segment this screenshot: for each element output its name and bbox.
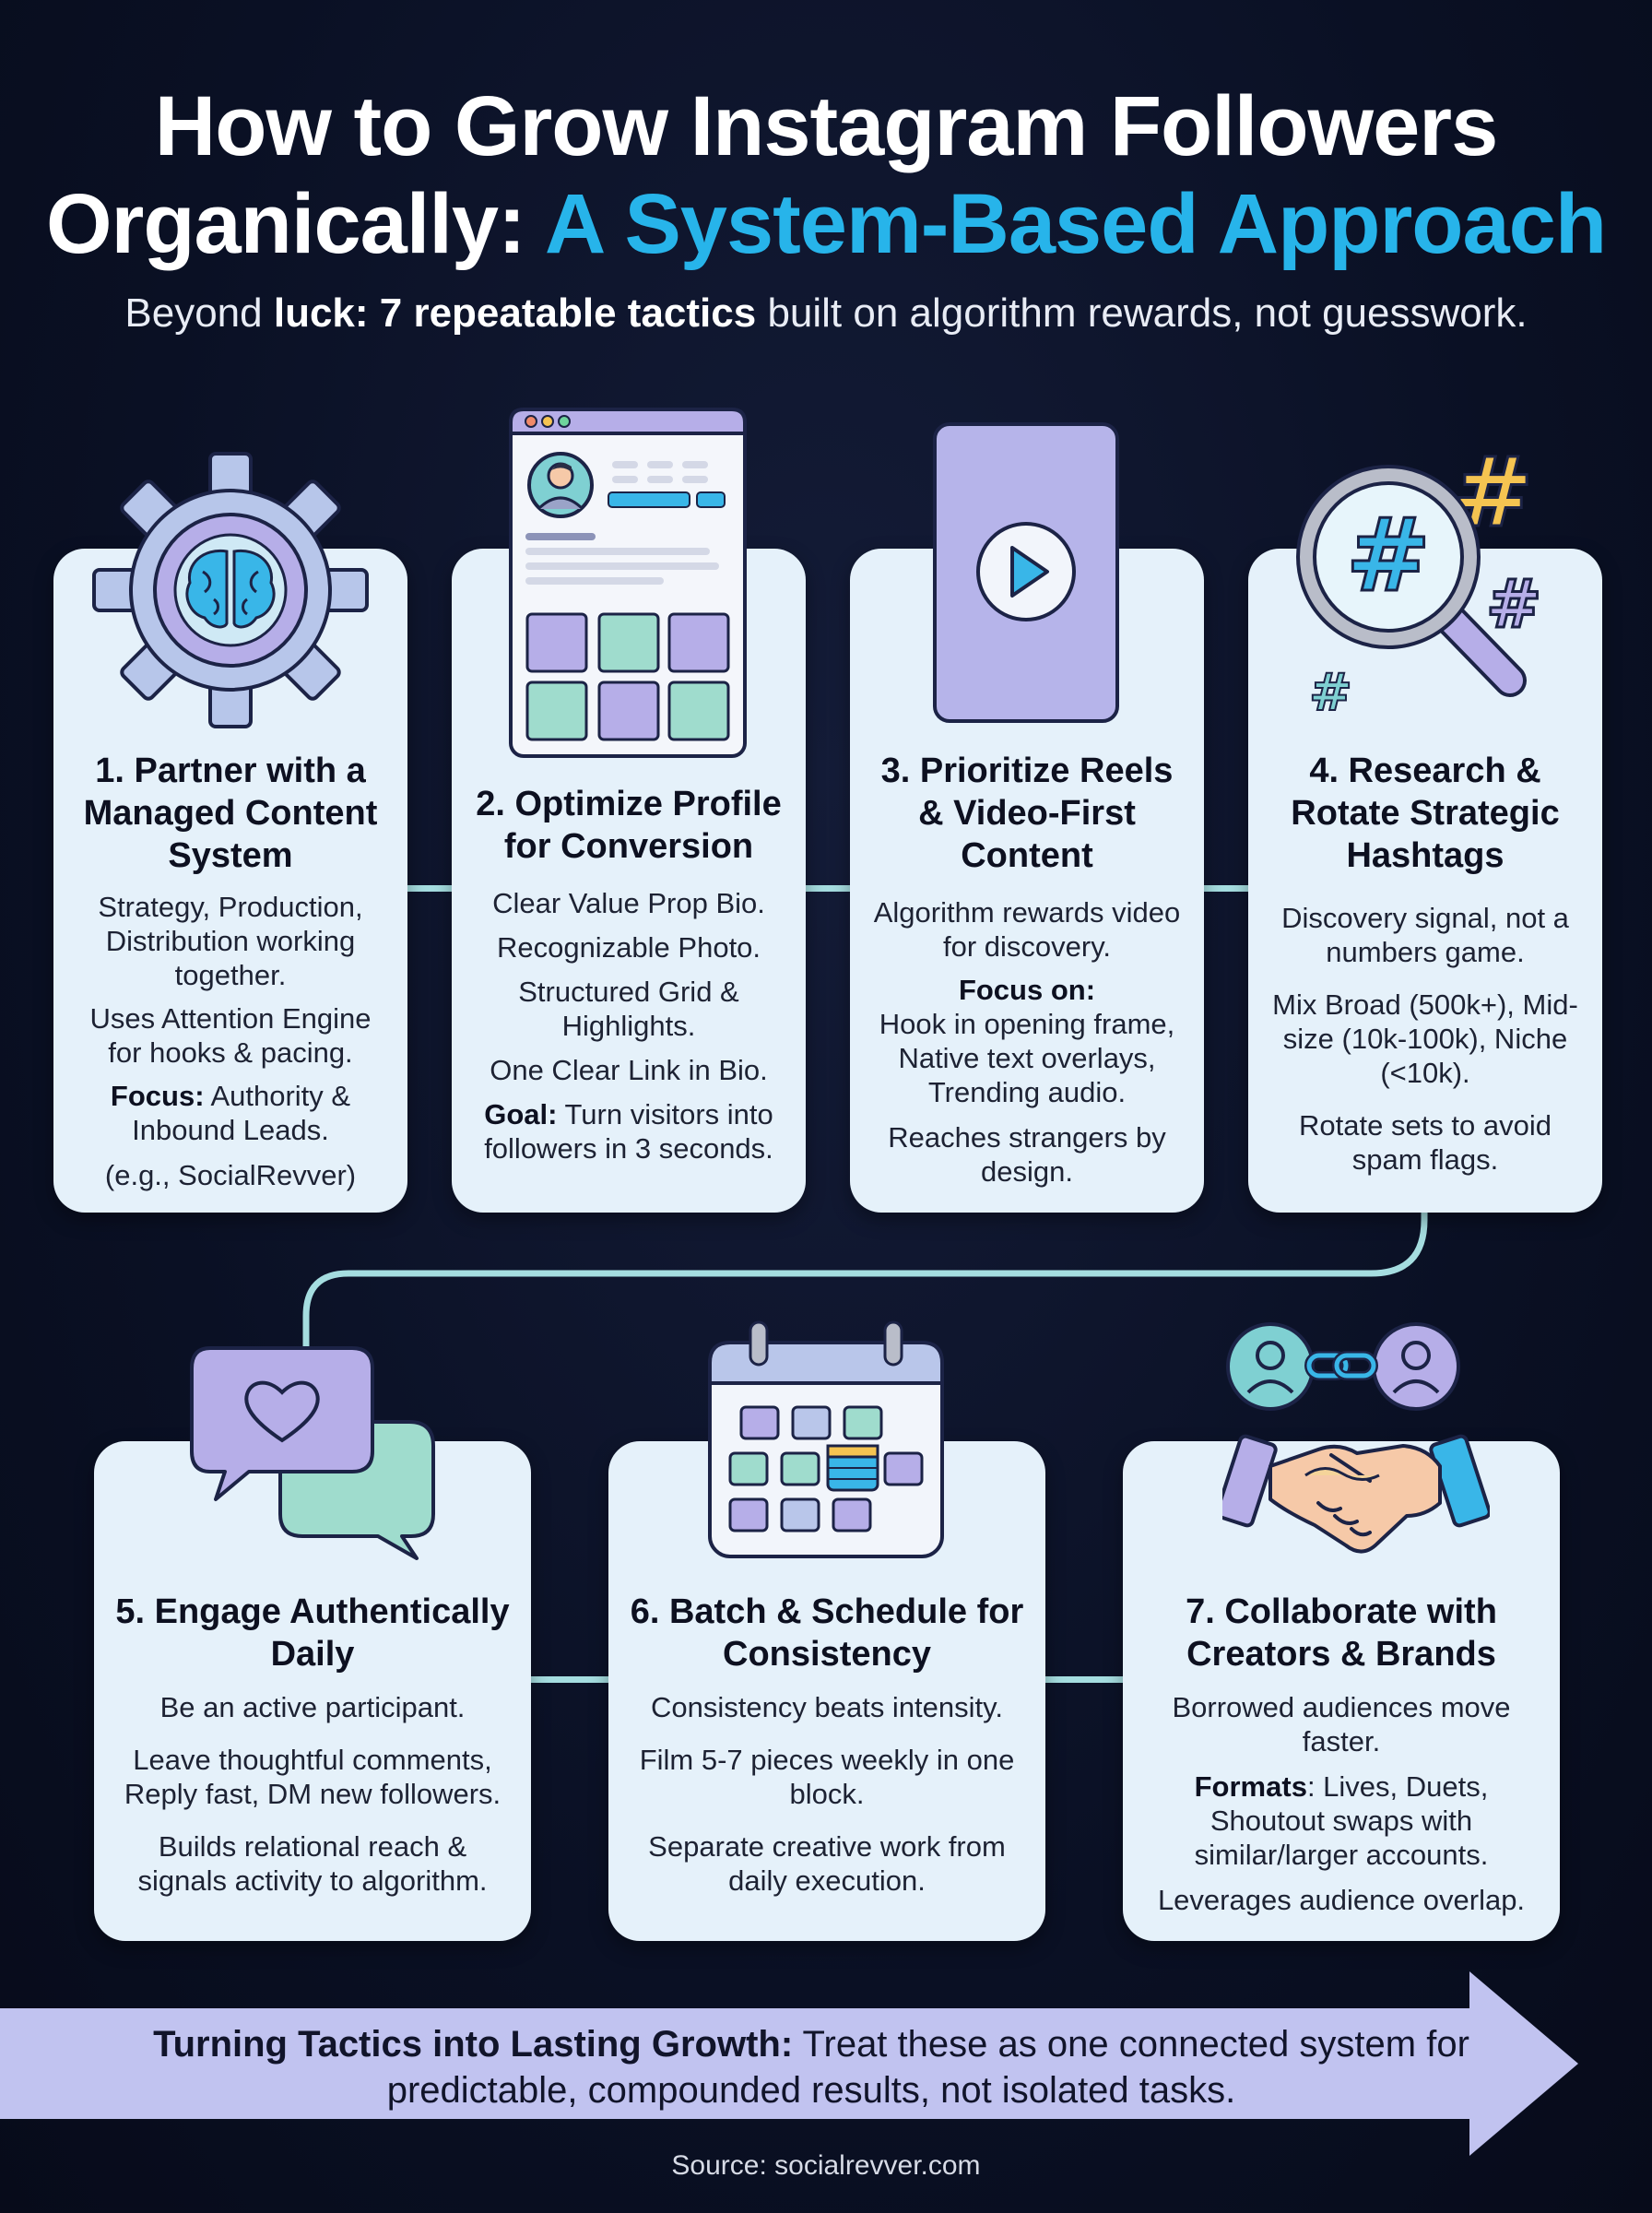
tactic-text: Borrowed audiences move faster.: [1172, 1691, 1511, 1757]
tactic-text-rest: Authority & Inbound Leads.: [132, 1080, 351, 1146]
subtitle-bold: luck: 7 repeatable tactics: [273, 290, 757, 336]
tactic-text-rest: Turn visitors into followers in 3 second…: [484, 1098, 773, 1165]
title-line-2-accent: A System-Based Approach: [544, 177, 1607, 271]
tactic-text-rest: : Lives, Duets, Shoutout swaps with simi…: [1194, 1770, 1489, 1871]
connector-1-2: [406, 885, 455, 892]
tactic-text: Recognizable Photo.: [496, 931, 761, 964]
tactic-card-3: 3. Prioritize Reels & Video-First Conten…: [850, 549, 1204, 1213]
tactic-text: Leverages audience overlap.: [1157, 1884, 1526, 1916]
tactic-text: Film 5-7 pieces weekly in one block.: [639, 1744, 1015, 1810]
tactic-title: 6. Batch & Schedule for Consistency: [630, 1592, 1024, 1674]
tactic-text: Algorithm rewards video for discovery.: [873, 896, 1181, 963]
tactic-text: Uses Attention Engine for hooks & pacing…: [89, 1002, 372, 1069]
tactic-title: 4. Research & Rotate Strategic Hashtags: [1291, 751, 1560, 875]
tactic-title: 3. Prioritize Reels & Video-First Conten…: [880, 751, 1174, 875]
tactic-title: 1. Partner with a Managed Content System: [83, 751, 378, 875]
title-line-2-plain: Organically:: [45, 177, 526, 271]
tactic-title: 5. Engage Authentically Daily: [115, 1592, 510, 1674]
video-play-icon: [933, 422, 1119, 723]
tactic-text: Reaches strangers by design.: [888, 1121, 1166, 1188]
tactic-text: Focus: Authority & Inbound Leads.: [72, 1079, 389, 1147]
tactic-text: Leave thoughtful comments, Reply fast, D…: [124, 1744, 502, 1810]
tactic-text: Hook in opening frame, Native text overl…: [879, 1008, 1175, 1108]
title-line-1: How to Grow Instagram Followers: [154, 79, 1499, 173]
tactic-text-bold: Focus:: [110, 1080, 205, 1112]
tactic-text: Mix Broad (500k+), Mid-size (10k-100k), …: [1272, 988, 1578, 1089]
tactic-text: Separate creative work from daily execut…: [648, 1830, 1006, 1897]
page-subtitle: Beyond luck: 7 repeatable tactics built …: [0, 288, 1652, 339]
summary-arrow-banner: [0, 1971, 1578, 2156]
connector-2-3: [804, 885, 854, 892]
svg-text:#: #: [1309, 663, 1352, 723]
svg-text:#: #: [1486, 565, 1541, 643]
profile-page-icon: [509, 408, 747, 758]
svg-text:#: #: [1453, 436, 1533, 549]
tactic-example: (e.g., SocialRevver): [104, 1159, 357, 1191]
source-credit: Source: socialrevver.com: [671, 2150, 981, 2181]
tactic-text: Focus on:: [868, 973, 1186, 1007]
connector-6-7: [1044, 1676, 1126, 1683]
connector-3-4: [1202, 885, 1252, 892]
connector-4-5: [302, 1203, 1428, 1351]
hashtag-magnifier-icon: # # # #: [1296, 435, 1543, 724]
tactic-text: Formats: Lives, Duets, Shoutout swaps wi…: [1141, 1769, 1541, 1872]
tactic-text: Structured Grid & Highlights.: [518, 976, 739, 1042]
tactic-text: One Clear Link in Bio.: [490, 1054, 768, 1086]
summary-text: Turning Tactics into Lasting Growth: Tre…: [55, 2021, 1567, 2113]
summary-rest: Treat these as one connected system for …: [386, 2024, 1469, 2111]
tactic-text: Clear Value Prop Bio.: [492, 887, 765, 919]
tactic-text: Builds relational reach & signals activi…: [137, 1830, 488, 1897]
subtitle-pre: Beyond: [124, 290, 263, 336]
page-title: How to Grow Instagram Followers Organica…: [0, 77, 1652, 273]
tactic-card-7: 7. Collaborate with Creators & Brands Bo…: [1123, 1441, 1560, 1941]
summary-bold: Turning Tactics into Lasting Growth:: [153, 2024, 794, 2065]
connector-5-6: [529, 1676, 610, 1683]
tactic-text: Strategy, Production, Distribution worki…: [98, 891, 363, 991]
tactic-text: Consistency beats intensity.: [651, 1691, 1003, 1723]
handshake-collab-icon: [1222, 1322, 1490, 1554]
gear-brain-icon: [92, 452, 369, 728]
tactic-text: Goal: Turn visitors into followers in 3 …: [470, 1097, 787, 1166]
tactic-title: 2. Optimize Profile for Conversion: [476, 785, 782, 866]
tactic-text: Be an active participant.: [159, 1691, 466, 1723]
tactic-text-bold: Formats: [1194, 1770, 1307, 1803]
subtitle-post: built on algorithm rewards, not guesswor…: [767, 290, 1528, 336]
tactic-text-bold: Goal:: [484, 1098, 558, 1130]
tactic-text: Rotate sets to avoid spam flags.: [1299, 1109, 1552, 1176]
calendar-icon: [708, 1320, 944, 1558]
tactic-title: 7. Collaborate with Creators & Brands: [1186, 1592, 1497, 1674]
chat-heart-icon: [190, 1346, 435, 1560]
svg-text:#: #: [1346, 496, 1431, 614]
title-line-2: Organically: A System-Based Approach: [0, 175, 1652, 273]
tactic-text-bold: Focus on:: [958, 974, 1096, 1006]
tactic-card-4: 4. Research & Rotate Strategic Hashtags …: [1248, 549, 1602, 1213]
tactic-text: Discovery signal, not a numbers game.: [1281, 902, 1569, 968]
